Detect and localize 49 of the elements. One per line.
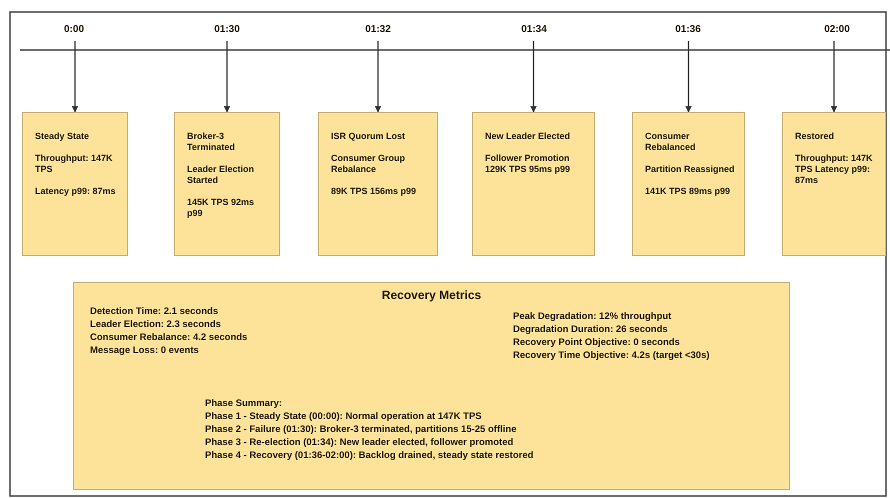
phase-text: Phase 3 - Re-election (01:34): New leader elected, follower promoted — [205, 436, 514, 449]
time-label: 01:32 — [365, 24, 391, 35]
event-text: 141K TPS 89ms p99 — [645, 186, 732, 197]
event-card — [472, 112, 595, 256]
arrow — [830, 41, 838, 113]
event-text: Leader Election Started — [187, 164, 256, 186]
summary-heading: Phase Summary: — [205, 397, 282, 410]
arrow — [530, 41, 537, 113]
event-text: 89K TPS 156ms p99 — [331, 186, 418, 197]
event-text: Throughput: 147K TPS — [35, 153, 114, 175]
event-text: Consumer Group Rebalance — [331, 153, 406, 175]
phase-text: Phase 2 - Failure (01:30): Broker-3 terminated, partitions 15-25 offline — [205, 423, 516, 436]
metric-text: Leader Election: 2.3 seconds — [90, 318, 221, 331]
event-text: Consumer Rebalanced — [645, 131, 697, 153]
metric-text: Recovery Time Objective: 4.2s (target <30s) — [513, 349, 710, 362]
event-text: New Leader Elected — [485, 131, 572, 142]
event-card — [318, 112, 438, 256]
time-label: 01:36 — [675, 24, 701, 35]
event-text: Partition Reassigned — [645, 164, 736, 175]
event-card — [632, 112, 745, 256]
event-text: ISR Quorum Lost — [331, 131, 406, 142]
time-label: 01:34 — [521, 24, 547, 35]
metric-text: Message Loss: 0 events — [90, 344, 199, 357]
event-text: Throughput: 147K TPS Latency p99: 87ms — [795, 153, 874, 186]
metrics-panel — [73, 282, 790, 490]
phase-text: Phase 1 - Steady State (00:00): Normal operation at 147K TPS — [205, 410, 482, 423]
time-label: 02:00 — [824, 24, 850, 35]
event-card — [22, 112, 128, 256]
event-text: Steady State — [35, 131, 90, 142]
event-text: Broker-3 Terminated — [187, 131, 236, 153]
panel-heading: Recovery Metrics — [382, 289, 482, 302]
metric-text: Consumer Rebalance: 4.2 seconds — [90, 331, 248, 344]
arrow — [72, 41, 78, 113]
metric-text: Degradation Duration: 26 seconds — [513, 323, 668, 336]
event-text: Latency p99: 87ms — [35, 186, 117, 197]
event-card — [782, 112, 886, 256]
time-label: 0:00 — [64, 24, 84, 35]
arrow — [374, 41, 382, 113]
time-label: 01:30 — [214, 24, 240, 35]
metric-text: Detection Time: 2.1 seconds — [90, 305, 218, 318]
arrow — [224, 41, 230, 113]
metric-text: Recovery Point Objective: 0 seconds — [513, 336, 680, 349]
event-text: Restored — [795, 131, 836, 142]
event-text: Follower Promotion 129K TPS 95ms p99 — [485, 153, 572, 175]
arrow — [685, 41, 692, 113]
metric-text: Peak Degradation: 12% throughput — [513, 310, 672, 323]
event-card — [174, 112, 280, 256]
phase-text: Phase 4 - Recovery (01:36-02:00): Backlog drained, steady state restored — [205, 449, 534, 462]
event-text: 145K TPS 92ms p99 — [187, 197, 256, 219]
